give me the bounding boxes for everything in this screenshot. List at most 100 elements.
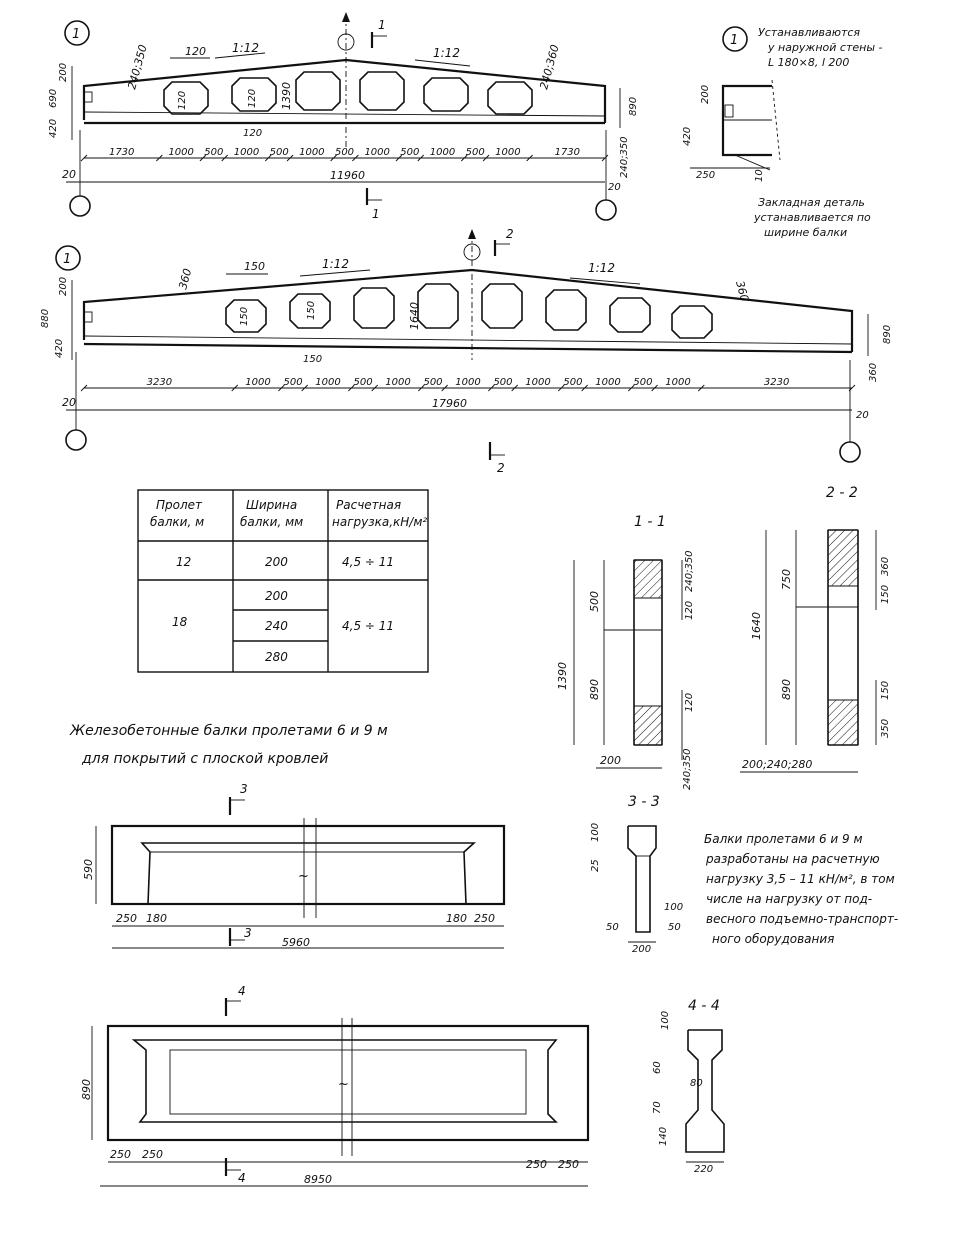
embedded-plate-left: [83, 91, 93, 103]
embedded-plate-left: [83, 311, 93, 323]
row2-load: 4,5 ÷ 11: [342, 619, 394, 633]
section-mark-label: 1: [378, 18, 386, 32]
dim-tick: [221, 154, 229, 162]
section-3-3: 3 - 3 100 25 50 100 50 200: [590, 794, 683, 955]
support-offset-right: 20: [608, 182, 621, 193]
dim-label: 1000: [525, 377, 550, 388]
beam-6m-elevation: 3 ~ 590 250 180 180 250 5960 3: [82, 782, 506, 949]
end-height-left: 240;350: [125, 43, 149, 91]
table-header-span-1: Пролет: [156, 498, 203, 512]
support-axis-right: [595, 199, 617, 221]
dim-label: 500: [423, 377, 442, 388]
dim-label: 1000: [315, 377, 340, 388]
opening-width: 120: [185, 45, 206, 58]
beam-18m-elevation: 1 2 360 360 1:12 1:12 150 150 150 150: [40, 227, 893, 475]
dim-label: 1730: [555, 147, 580, 158]
opening-height-2: 120: [247, 89, 258, 108]
support-offset: 20: [62, 168, 76, 181]
end-height-right: 360: [733, 279, 751, 303]
dim-right-2: 250: [558, 1158, 579, 1171]
support-offset: 20: [62, 396, 76, 409]
height: 890: [80, 1079, 93, 1100]
section-outline: [627, 825, 657, 933]
small-beams-heading-1: Железобетонные балки пролетами 6 и 9 м: [69, 723, 388, 739]
dim-tick: [231, 384, 239, 392]
dim-tick: [264, 154, 272, 162]
dim-widths: 200;240;280: [742, 758, 812, 771]
dim-label: 500: [270, 147, 289, 158]
note-line-6: ного оборудования: [712, 932, 834, 946]
table-text: Пролет балки, м Ширина балки, мм Расчетн…: [150, 498, 427, 664]
note-line-4: числе на нагрузку от под-: [706, 892, 872, 906]
table-header-width-1: Ширина: [246, 498, 297, 512]
dim-web-2: 120: [684, 693, 695, 712]
dim-label: 1000: [364, 147, 389, 158]
row1-span: 12: [176, 555, 191, 569]
end-height-left: 360: [176, 267, 194, 291]
dim-50b: 50: [668, 922, 681, 933]
dim-80: 80: [690, 1078, 703, 1089]
dim-label: 1000: [495, 147, 520, 158]
dim-total: 1640: [750, 612, 763, 640]
dim-label: 500: [353, 377, 372, 388]
row1-load: 4,5 ÷ 11: [342, 555, 394, 569]
slope-right: 1:12: [433, 46, 460, 60]
detail-note-bottom-3: ширине балки: [764, 226, 847, 239]
support-axis-left: [69, 195, 91, 217]
beam-12-chord-line: [83, 111, 606, 117]
dim-tick: [511, 384, 518, 392]
dim-tick: [581, 384, 588, 392]
dim-25: 25: [590, 859, 601, 872]
detail-callout-circle: [722, 26, 748, 52]
beam-6-outline: [110, 824, 506, 906]
detail-dim-200: 200: [700, 85, 711, 104]
section-cut-label-bottom: 4: [238, 1171, 246, 1185]
detail-dim-250: 250: [696, 170, 715, 181]
dim-60: 60: [652, 1061, 663, 1074]
detail-note-top-3: L 180×8, l 200: [768, 56, 849, 69]
dim-label: 1000: [234, 147, 259, 158]
detail-break-line: [771, 79, 781, 161]
section-1-1: 1 - 1 1390 500 890 240;350 120 120 240;3…: [556, 514, 695, 790]
dim-100b: 100: [664, 902, 683, 913]
slope-left: 1:12: [322, 257, 349, 271]
height-bot: 420: [48, 119, 59, 138]
dim-upper: 750: [780, 569, 793, 590]
section-cut-label-top: 4: [238, 984, 246, 998]
span-length: 11960: [330, 169, 365, 182]
support-axis-right: [839, 441, 861, 463]
detail-leader: [734, 154, 771, 171]
dim-tick: [651, 384, 658, 392]
dim-100: 100: [590, 823, 601, 842]
dim-tick: [80, 154, 88, 162]
row2-span: 18: [172, 615, 188, 629]
dim-tick: [156, 154, 163, 162]
dim-flange-top: 240;350: [684, 550, 695, 592]
detail-dim-420: 420: [682, 127, 693, 146]
table-header-width-2: балки, мм: [240, 515, 303, 529]
dim-tick: [697, 384, 705, 392]
beam-9m-elevation: 4 ~ 890 250 250 250 250 8950 4: [80, 984, 590, 1187]
dim-label: 1000: [455, 377, 480, 388]
opening-gap: 150: [303, 354, 322, 365]
dim-label: 500: [563, 377, 582, 388]
dim-width: 200: [600, 754, 621, 767]
table-header-load-1: Расчетная: [336, 498, 401, 512]
slope-left: 1:12: [232, 41, 259, 55]
callout-label: 1: [63, 252, 71, 267]
section-cut-label-bottom: 3: [244, 926, 252, 940]
section-title: 4 - 4: [688, 998, 720, 1014]
note-line-2: разработаны на расчетную: [705, 852, 880, 866]
dim-label: 500: [204, 147, 223, 158]
callout-circle: [55, 245, 81, 271]
center-circle: [337, 33, 355, 51]
detail-note-bottom-1: Закладная деталь: [758, 196, 865, 209]
dim-total: 1390: [556, 662, 569, 690]
section-title: 1 - 1: [634, 514, 666, 530]
dim-140: 140: [658, 1127, 669, 1146]
slope-line-left: [214, 52, 266, 59]
slope-line-left: [299, 269, 371, 277]
beam-9-inner-outline: [131, 1039, 558, 1123]
dim-label: 1730: [109, 147, 134, 158]
break-symbol-icon: ~: [338, 1077, 349, 1092]
